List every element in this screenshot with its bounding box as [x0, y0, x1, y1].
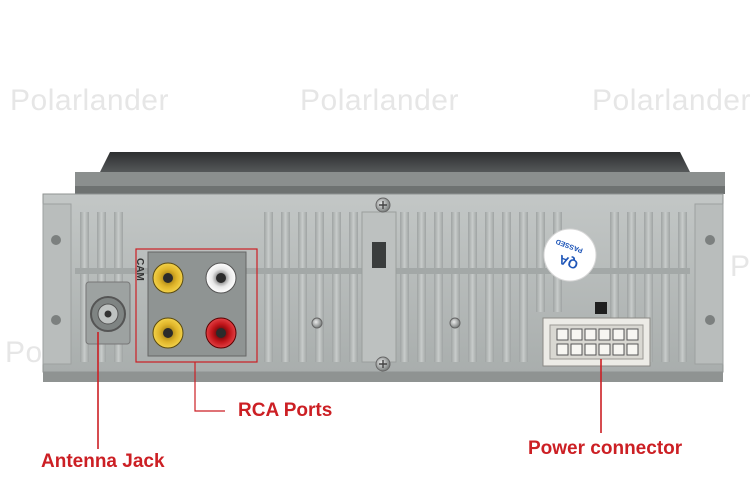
center-rib [361, 211, 397, 363]
mounting-tabs [42, 203, 724, 365]
power-connector [542, 317, 651, 367]
watermark-2: Polarlander [300, 84, 459, 117]
watermark-3: Polarlander [592, 84, 750, 117]
qa-badge-top: QA [556, 252, 580, 273]
antenna-jack-label: Antenna Jack [41, 451, 165, 472]
chassis-top [75, 152, 725, 194]
power-connector-label: Power connector [528, 438, 683, 459]
panel-bottom-edge [43, 372, 723, 382]
dip-switch [595, 302, 607, 314]
rca-callout-box [135, 248, 258, 363]
rca-callout-line [194, 362, 225, 412]
qa-passed-sticker: QA PASSED [543, 228, 597, 282]
heat-sink-fins [75, 212, 690, 362]
rca-port-plate [147, 251, 247, 357]
watermark-1: Polarlander [10, 84, 169, 117]
screws [311, 197, 461, 372]
rca-ports-label: RCA Ports [238, 400, 333, 421]
antenna-jack [85, 281, 131, 345]
watermark-5: Polarlander [730, 250, 750, 283]
cam-label: CAM [134, 258, 145, 281]
